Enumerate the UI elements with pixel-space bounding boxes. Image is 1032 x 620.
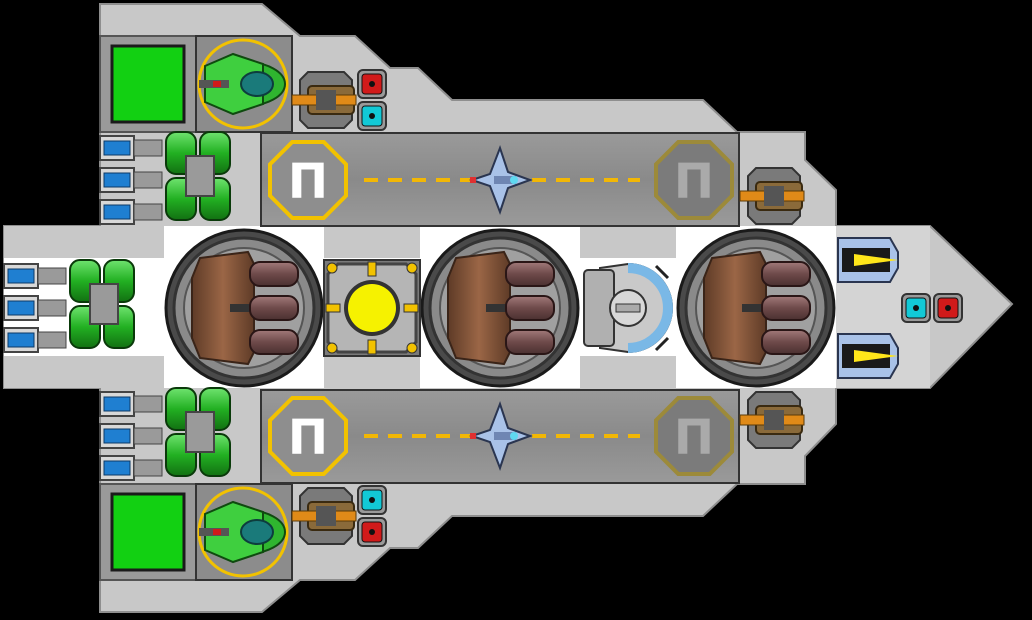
life-support-bottom[interactable] (99, 483, 197, 581)
hangar-top-pad-right-glyph: Π (674, 154, 714, 210)
life-support-top[interactable] (99, 35, 197, 133)
hangar-top-pad-left[interactable]: Π (268, 140, 348, 220)
node-cyan-bottom[interactable] (357, 485, 387, 515)
gun-bottom-left[interactable] (291, 487, 357, 545)
node-cyan-top[interactable] (357, 101, 387, 131)
engine-group-mid[interactable] (3, 259, 135, 353)
reactor-core[interactable] (323, 259, 421, 357)
hangar-top-pad-right[interactable]: Π (654, 140, 734, 220)
rocket-launcher-top[interactable] (837, 237, 899, 283)
node-red-bottom[interactable] (357, 517, 387, 547)
fuel-tank-2[interactable] (420, 228, 580, 388)
gun-bottom-right[interactable] (739, 391, 805, 449)
drone-bay-top[interactable] (195, 35, 293, 133)
gun-top-left[interactable] (291, 71, 357, 129)
hangar-bottom-pad-right-glyph: Π (674, 410, 714, 466)
hangar-bottom-pad-left-glyph: Π (288, 410, 328, 466)
fuel-tank-3[interactable] (676, 228, 836, 388)
hangar-bottom-pad-left[interactable]: Π (268, 396, 348, 476)
node-cyan-nose[interactable] (901, 293, 931, 323)
drone-bay-bottom[interactable] (195, 483, 293, 581)
fighter-top[interactable] (468, 145, 533, 215)
node-red-nose[interactable] (933, 293, 963, 323)
fighter-bottom[interactable] (468, 401, 533, 471)
gun-top-right[interactable] (739, 167, 805, 225)
rocket-launcher-bottom[interactable] (837, 333, 899, 379)
engine-group-top[interactable] (99, 131, 231, 225)
shield-generator[interactable] (583, 262, 673, 354)
fuel-tank-1[interactable] (164, 228, 324, 388)
hangar-top-pad-left-glyph: Π (288, 154, 328, 210)
engine-group-bottom[interactable] (99, 387, 231, 481)
node-red-top[interactable] (357, 69, 387, 99)
hangar-bottom-pad-right[interactable]: Π (654, 396, 734, 476)
